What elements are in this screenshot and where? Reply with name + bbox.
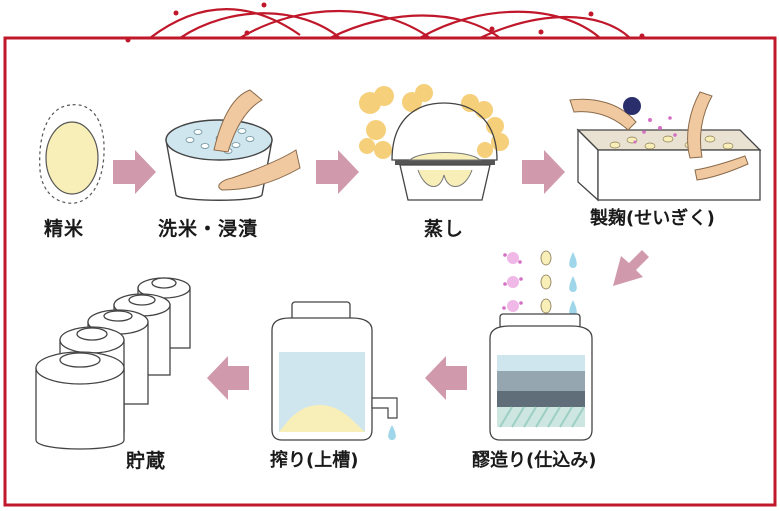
step-label-storage: 貯蔵 <box>126 450 167 472</box>
flow-arrow-1 <box>113 150 156 194</box>
flow-arrow-4 <box>613 250 649 286</box>
step-label-steaming: 蒸し <box>424 218 465 240</box>
flow-arrow-5 <box>425 356 467 400</box>
polished-rice-grain-icon <box>39 104 105 204</box>
step-label-koji-making: 製麹(せいぎく) <box>590 208 715 229</box>
flow-arrow-3 <box>522 150 565 194</box>
steamer-icon <box>359 84 509 201</box>
koji-box-icon <box>569 91 762 202</box>
step-label-washing-soaking: 洗米・浸漬 <box>158 218 259 240</box>
step-label-pressing: 搾り(上槽) <box>270 450 359 471</box>
washing-bowl-icon <box>165 89 301 201</box>
step-label-polished-rice: 精米 <box>44 218 85 240</box>
decorative-cord-icon <box>149 8 631 39</box>
fermentation-tank-icon <box>489 250 593 441</box>
storage-tanks-icon <box>35 277 191 450</box>
diagram-frame <box>3 36 777 507</box>
press-tank-icon <box>271 301 398 441</box>
flow-arrow-2 <box>316 150 359 194</box>
step-label-moromi-brewing: 醪造り(仕込み) <box>472 450 597 471</box>
flow-arrow-6 <box>207 356 249 400</box>
